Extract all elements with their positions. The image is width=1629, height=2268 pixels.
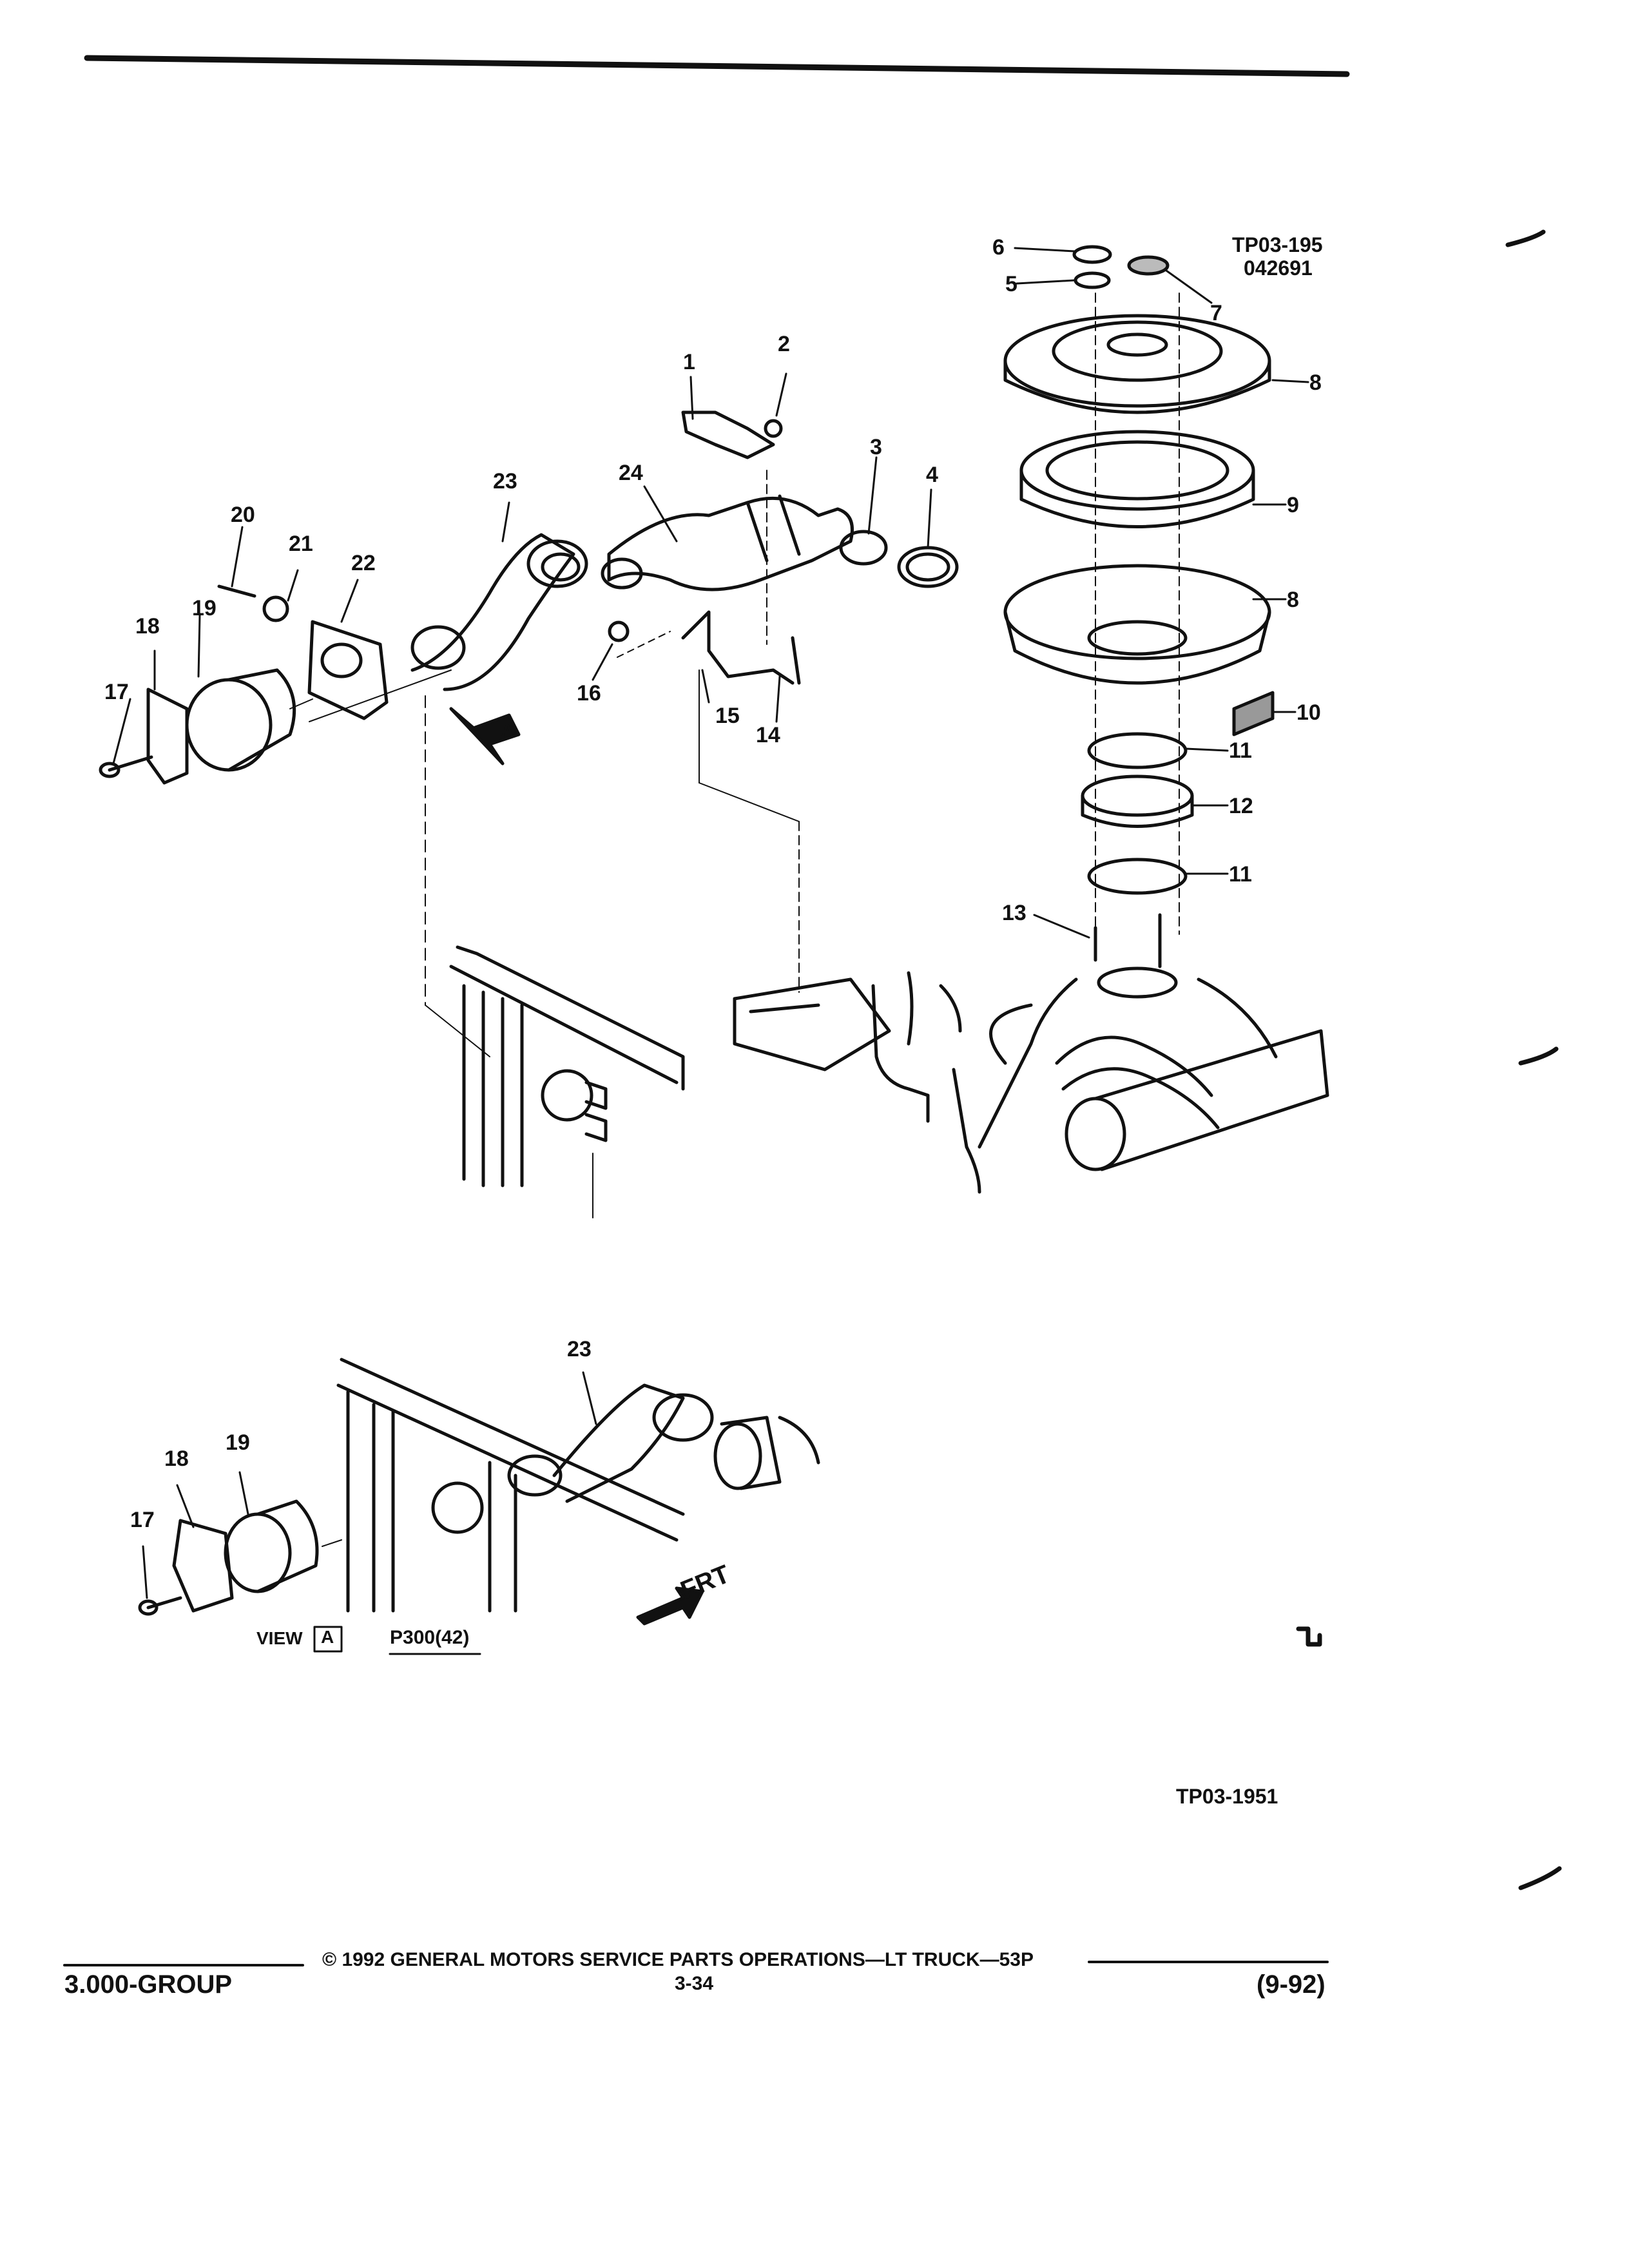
air-cleaner-assembly xyxy=(733,245,1329,1194)
ref-code-bottom: TP03-1951 xyxy=(1176,1785,1278,1808)
callout-11a: 11 xyxy=(1229,738,1252,763)
view-callout-23: 23 xyxy=(567,1337,592,1361)
callout-24: 24 xyxy=(619,461,643,485)
callout-3: 3 xyxy=(870,435,882,459)
callout-4: 4 xyxy=(926,463,938,487)
callout-8b: 8 xyxy=(1287,588,1299,612)
view-callout-17: 17 xyxy=(130,1508,155,1532)
margin-mark xyxy=(1518,1866,1562,1890)
callout-2: 2 xyxy=(778,332,790,356)
intake-hose xyxy=(309,533,588,722)
callout-8a: 8 xyxy=(1309,370,1322,395)
callout-11b: 11 xyxy=(1229,862,1252,887)
margin-mark xyxy=(1518,1046,1559,1066)
callout-1: 1 xyxy=(683,350,695,374)
ref-code-top: TP03-195 xyxy=(1232,233,1323,256)
duct-and-brackets xyxy=(601,410,959,993)
callout-13: 13 xyxy=(1002,901,1027,925)
callout-14: 14 xyxy=(756,723,780,747)
callout-16: 16 xyxy=(577,681,601,706)
callout-23: 23 xyxy=(493,469,517,494)
callout-10: 10 xyxy=(1296,700,1321,725)
callout-21: 21 xyxy=(289,532,313,556)
footer-copyright: © 1992 GENERAL MOTORS SERVICE PARTS OPER… xyxy=(322,1949,1034,1970)
margin-mark xyxy=(1505,229,1546,247)
callout-20: 20 xyxy=(231,503,255,527)
view-callout-19: 19 xyxy=(226,1430,250,1455)
callout-5: 5 xyxy=(1005,272,1017,296)
callout-22: 22 xyxy=(351,551,376,575)
gm-mark xyxy=(1296,1626,1322,1647)
view-a-arrow-letter: A xyxy=(501,720,514,740)
part-code: P300(42) xyxy=(390,1627,470,1648)
footer-page: 3-34 xyxy=(675,1973,714,1994)
callout-15: 15 xyxy=(715,704,740,728)
ref-date-top: 042691 xyxy=(1244,256,1313,280)
resonator-group xyxy=(99,584,521,1057)
footer-group: 3.000-GROUP xyxy=(64,1970,233,1999)
callout-12: 12 xyxy=(1229,794,1253,818)
callout-18: 18 xyxy=(135,614,160,639)
leader-lines xyxy=(112,247,1309,1599)
callout-7: 7 xyxy=(1210,301,1222,325)
callout-17: 17 xyxy=(104,680,129,704)
callout-6: 6 xyxy=(992,235,1005,260)
footer-date: (9-92) xyxy=(1257,1970,1325,1999)
vehicle-frame-upper xyxy=(449,945,685,1218)
callout-9: 9 xyxy=(1287,493,1299,517)
view-callout-18: 18 xyxy=(164,1446,189,1471)
view-label: VIEW xyxy=(256,1628,303,1648)
view-a-illustration xyxy=(138,1358,820,1655)
view-letter: A xyxy=(321,1627,334,1647)
callout-19: 19 xyxy=(192,596,217,620)
top-rule xyxy=(84,55,1350,77)
